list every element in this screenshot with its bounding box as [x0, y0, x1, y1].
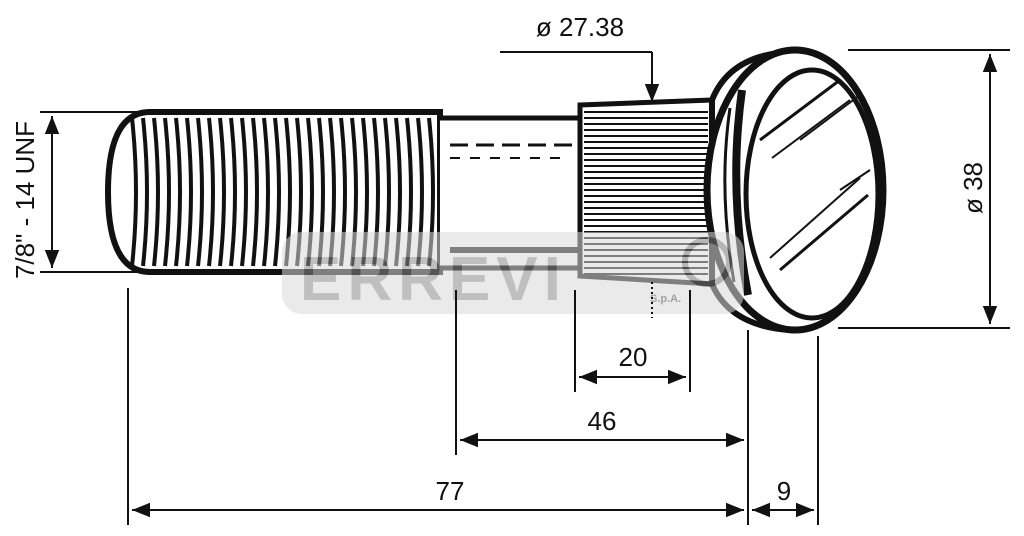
thread-line [240, 117, 248, 267]
thread-line [163, 117, 171, 267]
thread-line [141, 117, 149, 267]
head-thickness-label: 9 [777, 476, 791, 506]
knurl-length-label: 20 [619, 342, 648, 372]
stud-head [703, 46, 887, 334]
thread-spec-label: 7/8" - 14 UNF [10, 121, 40, 279]
thread-line [251, 117, 259, 267]
shank-length-label: 46 [588, 406, 617, 436]
thread-line [229, 117, 237, 267]
dimension-lines [40, 49, 1010, 525]
total-length-label: 77 [436, 476, 465, 506]
watermark-suffix: S.p.A. [650, 293, 681, 305]
thread-line [262, 117, 270, 267]
thread-line [196, 117, 204, 267]
knurl-diameter-label: ø 27.38 [536, 12, 624, 42]
head-diameter-label: ø 38 [958, 162, 988, 214]
thread-line [207, 117, 215, 267]
thread-line [273, 117, 281, 267]
watermark-logo-icon [682, 237, 732, 287]
thread-line [218, 117, 226, 267]
thread-line [185, 117, 193, 267]
thread-line [130, 117, 138, 267]
watermark-brand: ERREVI [300, 245, 567, 314]
watermark: ERREVI S.p.A. [282, 232, 744, 314]
watermark-band [282, 232, 744, 314]
thread-line [174, 117, 182, 267]
thread-line [152, 117, 160, 267]
